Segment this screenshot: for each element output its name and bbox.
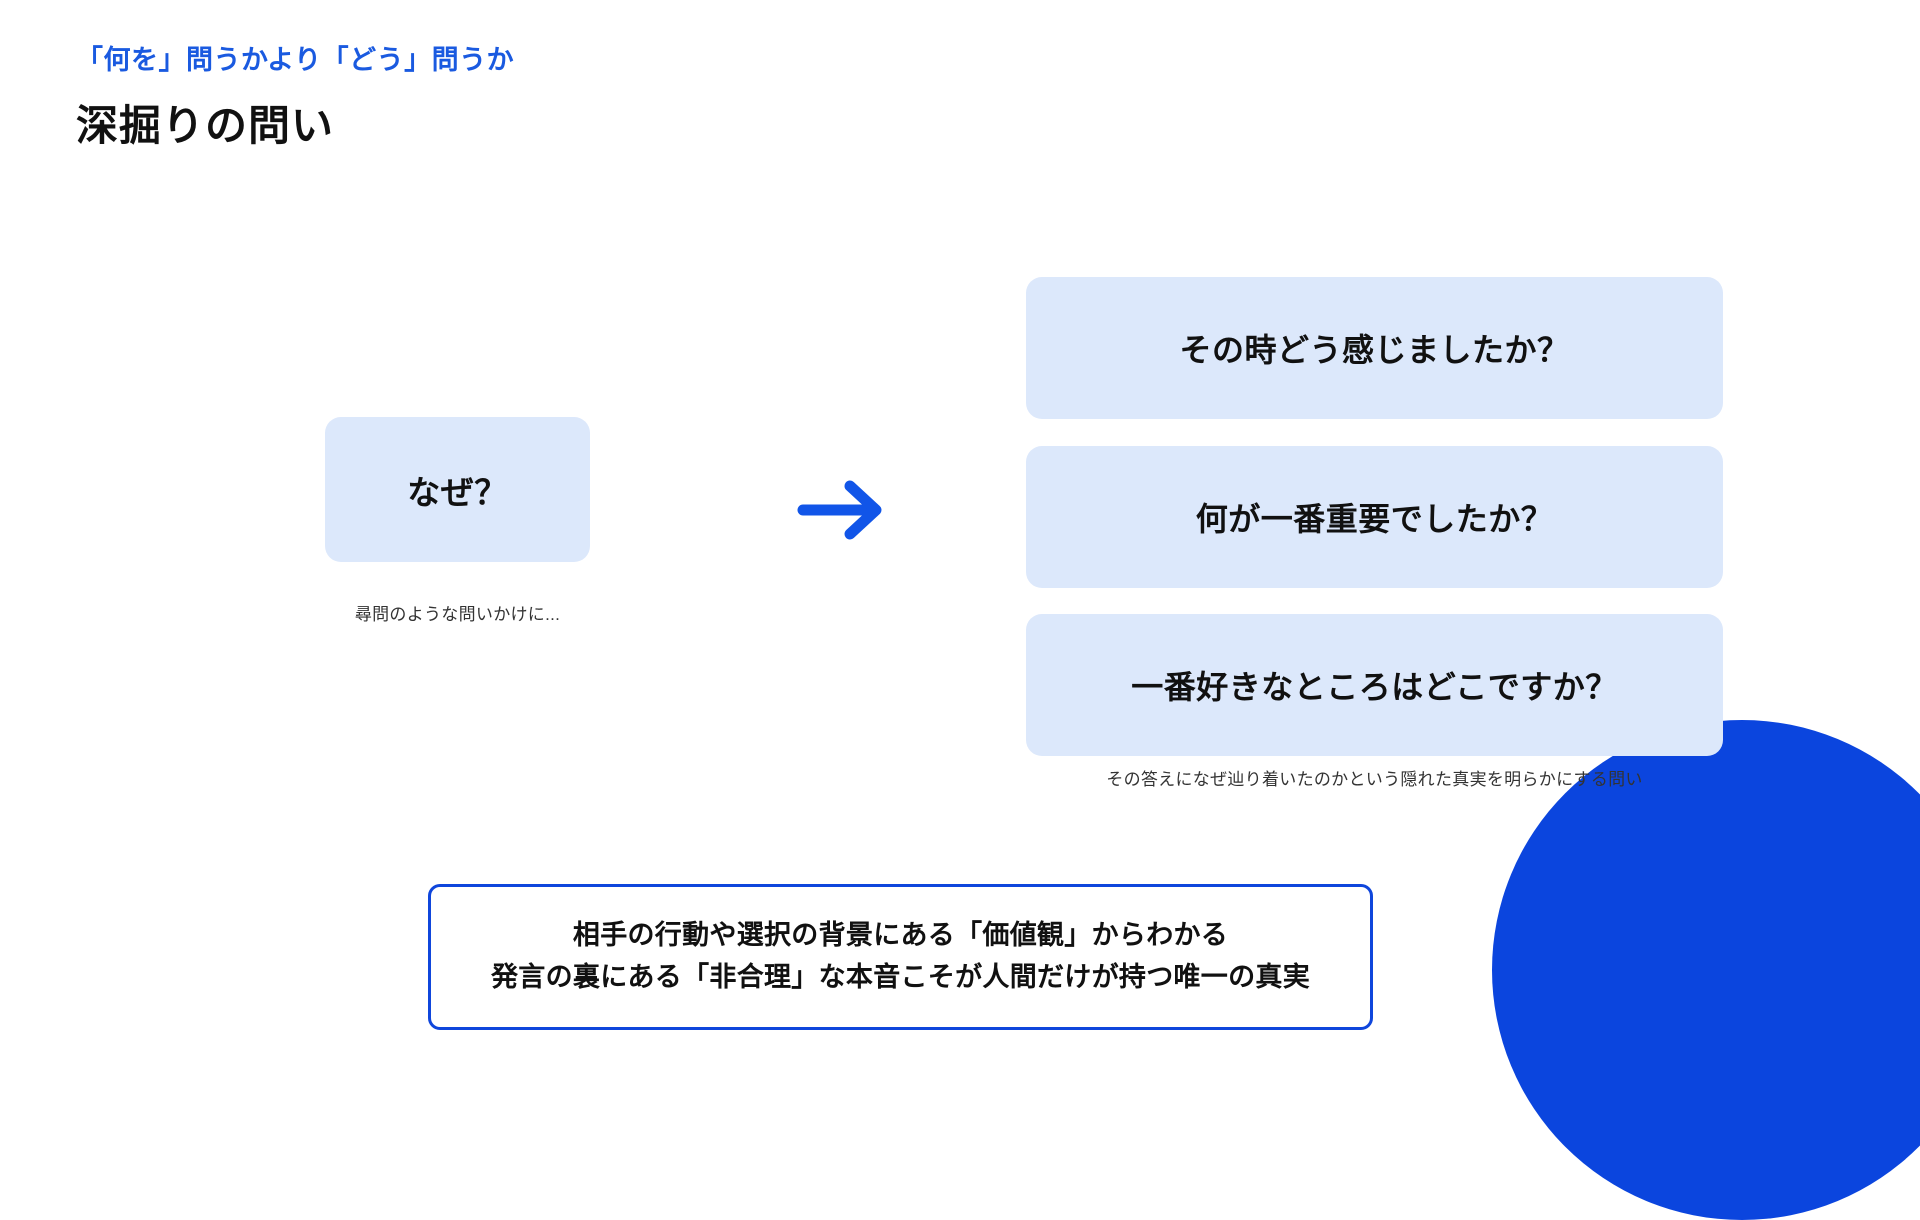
arrow-right-icon <box>795 480 890 540</box>
conclusion-box: 相手の行動や選択の背景にある「価値観」からわかる 発言の裏にある「非合理」な本音… <box>428 884 1373 1030</box>
question-chip-3: 一番好きなところはどこですか？ <box>1026 614 1723 756</box>
questions-caption: その答えになぜ辿り着いたのかという隠れた真実を明らかにする問い <box>1106 770 1643 789</box>
page-title: 深掘りの問い <box>76 102 335 150</box>
source-chip: なぜ？ <box>325 417 590 562</box>
header: 「何を」問うかより「どう」問うか 深掘りの問い <box>76 44 514 151</box>
source-caption: 尋問のような問いかけに... <box>354 605 561 624</box>
diagram: なぜ？ 尋問のような問いかけに... その時どう感じましたか？ 何が一番重要でし… <box>325 277 1723 789</box>
question-chip-1: その時どう感じましたか？ <box>1026 277 1723 419</box>
source-chip-label: なぜ？ <box>407 473 508 511</box>
conclusion-line-2: 発言の裏にある「非合理」な本音こそが人間だけが持つ唯一の真実 <box>491 962 1310 992</box>
question-chip-2: 何が一番重要でしたか？ <box>1026 446 1723 588</box>
question-chip-2-label: 何が一番重要でしたか？ <box>1195 501 1554 537</box>
conclusion-line-1: 相手の行動や選択の背景にある「価値観」からわかる <box>572 920 1229 951</box>
eyebrow-text: 「何を」問うかより「どう」問うか <box>76 45 515 75</box>
question-chip-3-label: 一番好きなところはどこですか？ <box>1131 669 1618 705</box>
question-chip-1-label: その時どう感じましたか？ <box>1179 332 1570 368</box>
